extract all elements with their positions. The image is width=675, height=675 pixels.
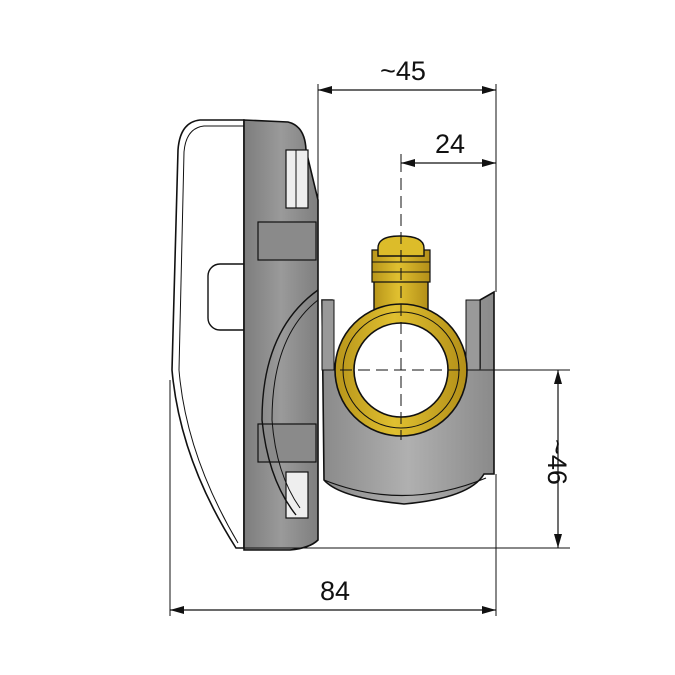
cover-part: [171, 119, 259, 549]
dimension-lines: [170, 86, 562, 614]
dim-label-45: ~45: [380, 56, 426, 86]
dim-label-46: ~46: [542, 439, 572, 485]
center-lines: [340, 160, 470, 440]
extension-lines: [169, 84, 570, 616]
dim-label-84: 84: [320, 576, 350, 606]
housing-body: [243, 119, 319, 551]
dim-label-24: 24: [435, 129, 465, 159]
